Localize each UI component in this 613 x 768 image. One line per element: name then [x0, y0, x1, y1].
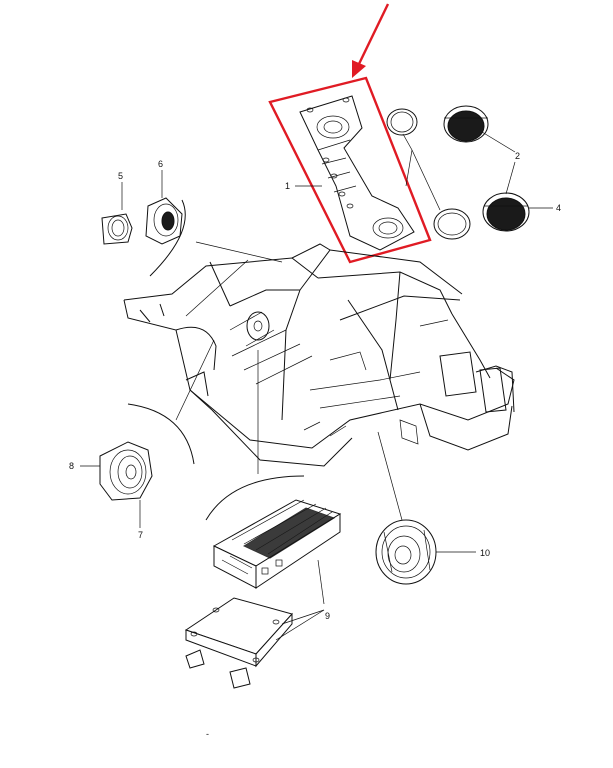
speaker-upper-part-2[interactable] — [443, 105, 489, 143]
callout-1: 1 — [285, 181, 290, 191]
arc-left-speaker — [127, 403, 195, 465]
callout-4: 4 — [556, 203, 561, 213]
arc-amplifier — [205, 475, 305, 521]
highlight-box — [268, 76, 432, 264]
highlight-arrow — [352, 3, 390, 78]
vehicle-body-frame — [123, 243, 515, 467]
speaker-lower-part-4[interactable] — [482, 192, 530, 232]
callout-8: 8 — [69, 461, 74, 471]
callout-6: 6 — [158, 159, 163, 169]
speaker-bar-part-1[interactable] — [299, 95, 415, 251]
leader-body-upper — [185, 259, 249, 317]
control-module-part-9[interactable] — [184, 597, 293, 689]
arc-tweeter — [149, 199, 186, 277]
leader-door-speaker — [175, 339, 215, 421]
callout-9: 9 — [325, 611, 330, 621]
subwoofer-part-10[interactable] — [375, 519, 437, 585]
leader-tweeter-to-body — [195, 241, 283, 263]
leader-sub — [377, 431, 403, 521]
gasket-ring-upper[interactable] — [386, 108, 418, 136]
tweeter-speaker-part-6[interactable] — [145, 197, 183, 245]
callout-10: 10 — [480, 548, 490, 558]
tweeter-housing-part-5[interactable] — [101, 213, 133, 245]
gasket-ring-lower[interactable] — [433, 208, 471, 240]
amplifier[interactable] — [212, 499, 342, 589]
callout-5: 5 — [118, 171, 123, 181]
leader-lines-top — [295, 131, 553, 211]
footer-mark: - — [206, 729, 209, 739]
door-speaker-part-8[interactable] — [99, 441, 153, 501]
callout-7: 7 — [138, 530, 143, 540]
leader-lines-9 — [275, 559, 325, 641]
callout-2: 2 — [515, 151, 520, 161]
